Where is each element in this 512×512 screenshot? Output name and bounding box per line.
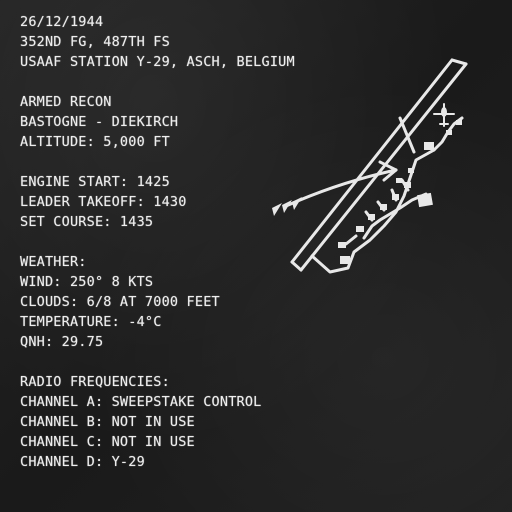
- radio-channel-c: CHANNEL C: NOT IN USE: [20, 434, 195, 450]
- radio-channel-d: CHANNEL D: Y-29: [20, 454, 145, 470]
- aircraft-icon: [433, 103, 455, 127]
- mission-route: BASTOGNE - DIEKIRCH: [20, 114, 179, 130]
- weather-clouds: CLOUDS: 6/8 AT 7000 FEET: [20, 294, 220, 310]
- hardstand-pads: [338, 120, 462, 264]
- airfield-map-icon: [272, 58, 468, 274]
- leader-takeoff-time: LEADER TAKEOFF: 1430: [20, 194, 187, 210]
- radio-heading: RADIO FREQUENCIES:: [20, 374, 170, 390]
- spacer: [20, 352, 320, 372]
- set-course-time: SET COURSE: 1435: [20, 214, 154, 230]
- radio-channel-b: CHANNEL B: NOT IN USE: [20, 414, 195, 430]
- mission-type: ARMED RECON: [20, 94, 112, 110]
- briefing-station: USAAF STATION Y-29, ASCH, BELGIUM: [20, 54, 295, 70]
- runway-direction-arrow-icon: [272, 160, 398, 216]
- weather-qnh: QNH: 29.75: [20, 334, 104, 350]
- weather-wind: WIND: 250° 8 KTS: [20, 274, 154, 290]
- briefing-date: 26/12/1944: [20, 14, 104, 30]
- mission-altitude: ALTITUDE: 5,000 FT: [20, 134, 170, 150]
- runway-strip: [290, 58, 468, 272]
- weather-temperature: TEMPERATURE: -4°C: [20, 314, 162, 330]
- engine-start-time: ENGINE START: 1425: [20, 174, 170, 190]
- radio-channel-a: CHANNEL A: SWEEPSTAKE CONTROL: [20, 394, 262, 410]
- weather-heading: WEATHER:: [20, 254, 87, 270]
- mission-briefing-text: 26/12/1944 352ND FG, 487TH FS USAAF STAT…: [20, 12, 320, 472]
- briefing-unit: 352ND FG, 487TH FS: [20, 34, 170, 50]
